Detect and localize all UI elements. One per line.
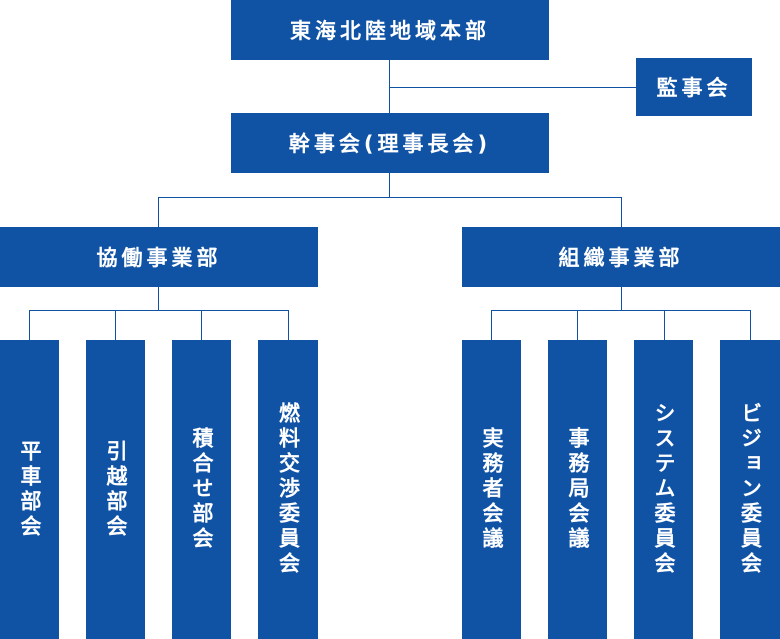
connector-right-down (621, 287, 622, 311)
connector-right-drop-2 (577, 310, 578, 340)
connector-right-bus (491, 310, 751, 311)
committee-box: 平車部会 (0, 340, 59, 639)
connector-left-down (158, 287, 159, 311)
connector-left-drop-1 (29, 310, 30, 340)
board-box: 幹事会(理事長会) (231, 113, 549, 173)
committee-box: システム委員会 (634, 340, 693, 639)
auditor-box: 監事会 (636, 58, 752, 116)
connector-right-drop-4 (750, 310, 751, 340)
connector-left-drop-4 (288, 310, 289, 340)
left-division-box: 協働事業部 (0, 227, 318, 287)
committee-box: 事務局会議 (548, 340, 607, 639)
connector-auditor (389, 87, 636, 88)
connector-top-to-board (389, 60, 390, 113)
connector-divisions-h (158, 197, 622, 198)
connector-right-drop-1 (491, 310, 492, 340)
right-division-box: 組織事業部 (462, 227, 780, 287)
committee-box: ビジョン委員会 (720, 340, 780, 639)
committee-box: 燃料交渉委員会 (258, 340, 318, 639)
connector-right-division-up (621, 197, 622, 227)
connector-left-division-up (158, 197, 159, 227)
connector-board-down (389, 173, 390, 198)
connector-left-bus (29, 310, 289, 311)
connector-right-drop-3 (664, 310, 665, 340)
connector-left-drop-3 (201, 310, 202, 340)
committee-box: 引越部会 (86, 340, 145, 639)
connector-left-drop-2 (115, 310, 116, 340)
committee-box: 実務者会議 (462, 340, 521, 639)
committee-box: 積合せ部会 (172, 340, 231, 639)
headquarters-box: 東海北陸地域本部 (231, 0, 549, 60)
